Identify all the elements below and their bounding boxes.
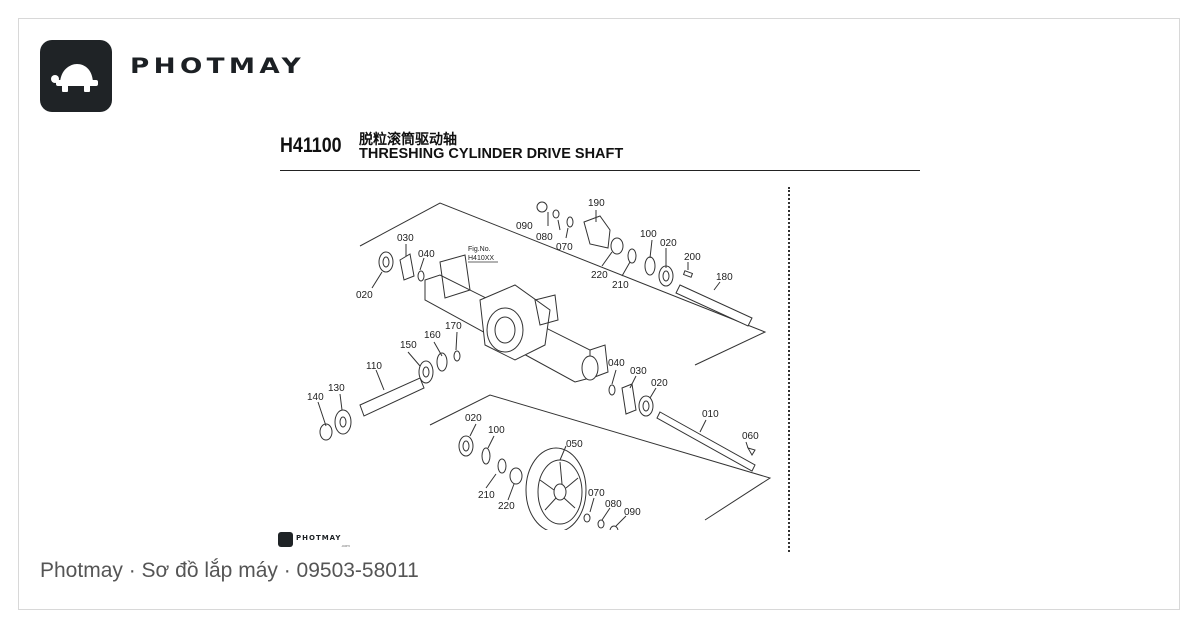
part-label[interactable]: 150	[400, 340, 417, 351]
part-label[interactable]: 170	[445, 321, 462, 332]
footer-caption: Photmay · Sơ đồ lắp máy · 09503-58011	[40, 559, 419, 582]
part-label[interactable]: 070	[556, 242, 573, 253]
part-label[interactable]: 010	[702, 409, 719, 420]
fig-no-value: H410XX	[468, 255, 494, 262]
part-label[interactable]: 020	[356, 290, 373, 301]
part-label[interactable]: 020	[465, 413, 482, 424]
part-label[interactable]: 070	[588, 488, 605, 499]
title-chinese: 脱粒滚筒驱动轴	[359, 131, 457, 147]
header-rule	[280, 170, 920, 171]
part-label[interactable]: 080	[605, 499, 622, 510]
part-label[interactable]: 180	[716, 272, 733, 283]
turtle-icon	[51, 64, 98, 92]
part-label[interactable]: 140	[307, 392, 324, 403]
part-label[interactable]: 210	[478, 490, 495, 501]
part-label[interactable]: 090	[516, 221, 533, 232]
part-label[interactable]: 220	[498, 501, 515, 512]
part-label[interactable]: 090	[624, 507, 641, 518]
part-label[interactable]: 040	[608, 358, 625, 369]
part-label[interactable]: 080	[536, 232, 553, 243]
watermark-brand: PHOTMAY	[296, 534, 342, 542]
watermark-logo	[278, 532, 293, 547]
watermark-domain: .com	[341, 543, 350, 548]
part-label[interactable]: 210	[612, 280, 629, 291]
part-label[interactable]: 130	[328, 383, 345, 394]
part-label[interactable]: 110	[366, 361, 382, 372]
upper-panel-outline	[359, 202, 767, 366]
content-card	[18, 18, 1180, 610]
lower-panel-outline	[429, 394, 772, 521]
part-group-code: H41100	[280, 134, 342, 157]
part-label[interactable]: 160	[424, 330, 441, 341]
part-label[interactable]: 030	[630, 366, 647, 377]
part-label[interactable]: 020	[651, 378, 668, 389]
part-label[interactable]: 200	[684, 252, 701, 263]
part-label[interactable]: 020	[660, 238, 677, 249]
part-label[interactable]: 030	[397, 233, 414, 244]
dotted-divider	[788, 187, 790, 552]
brand-logo[interactable]	[40, 40, 112, 112]
exploded-parts-diagram: Fig.No. H410XX 030 040 020 090 080 070 1…	[307, 198, 772, 530]
part-label[interactable]: 040	[418, 249, 435, 260]
part-label[interactable]: 220	[591, 270, 608, 281]
brand-name: PHOTMAY	[130, 54, 305, 78]
part-label[interactable]: 060	[742, 431, 759, 442]
part-label[interactable]: 190	[588, 198, 605, 209]
part-label[interactable]: 100	[488, 425, 505, 436]
fig-no-label: Fig.No.	[468, 246, 491, 253]
part-label[interactable]: 100	[640, 229, 657, 240]
title-english: THRESHING CYLINDER DRIVE SHAFT	[359, 146, 624, 162]
pulley-050	[525, 447, 587, 530]
gear-case-housing	[424, 254, 609, 383]
part-label[interactable]: 050	[566, 439, 583, 450]
